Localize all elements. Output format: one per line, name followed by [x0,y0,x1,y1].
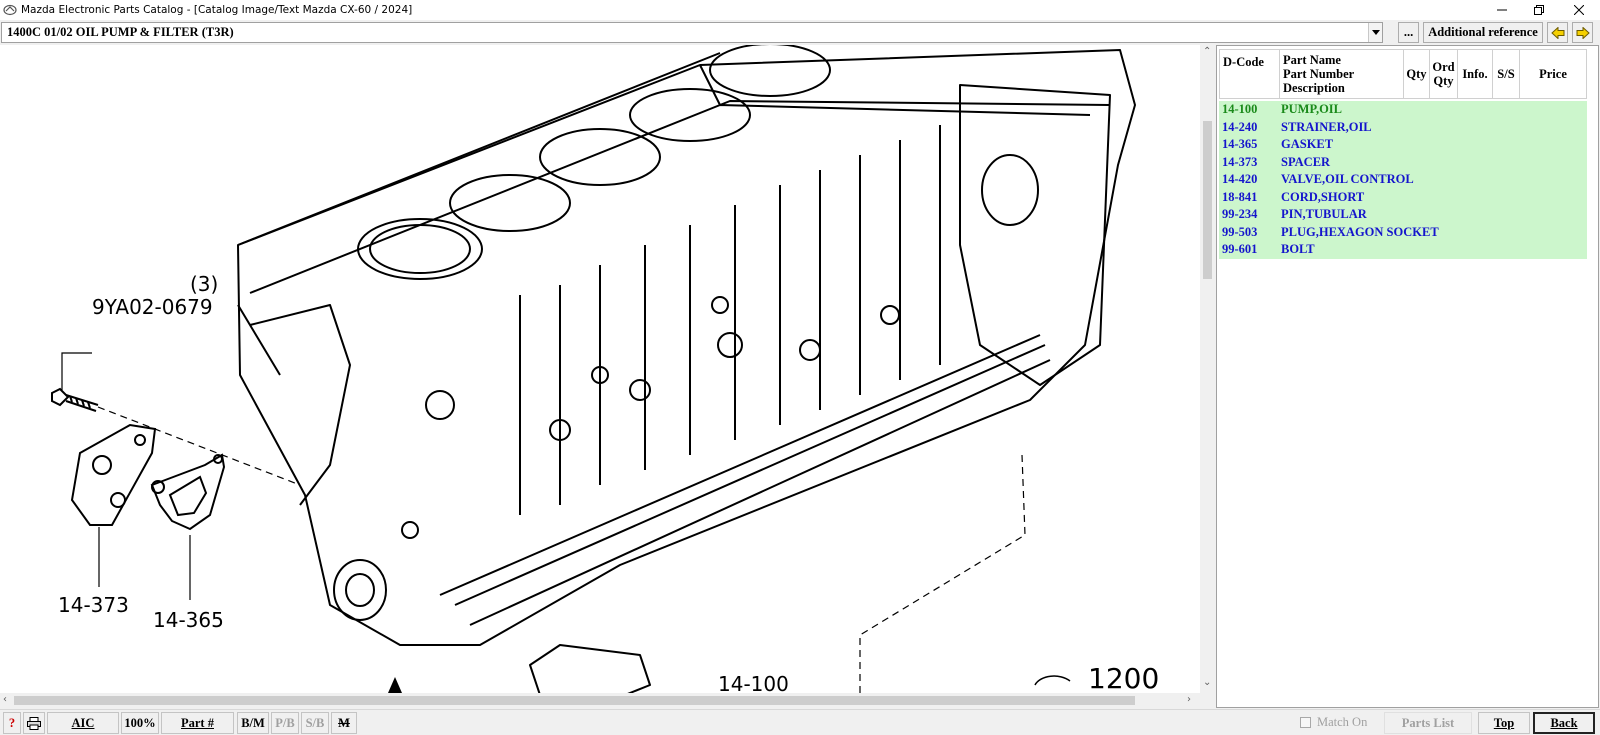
callout-pump[interactable]: 14-100 [718,672,789,693]
bm-button[interactable]: B/M [237,712,269,734]
minimize-icon [1497,9,1507,11]
callout-gasket[interactable]: 14-365 [153,608,224,632]
callout-bolt-part-number[interactable]: 9YA02-0679 [92,295,213,319]
parts-list-panel: D-Code Part Name Part Number Description… [1216,45,1599,708]
arrow-right-icon [1576,26,1590,39]
diagram-vertical-scrollbar[interactable]: ⌃ ⌄ [1200,45,1215,693]
header-price[interactable]: Price [1539,67,1567,81]
help-icon: ? [8,715,16,730]
pb-button[interactable]: P/B [271,712,299,734]
group-selector[interactable]: 1400C 01/02 OIL PUMP & FILTER (T3R) [1,22,1383,43]
match-on-label: Match On [1317,715,1368,729]
restore-button[interactable] [1521,0,1557,20]
scroll-left-icon[interactable]: ‹ [3,694,7,705]
help-button[interactable]: ? [3,712,21,734]
next-button[interactable] [1572,22,1593,43]
match-on-checkbox[interactable] [1300,717,1311,728]
close-button[interactable] [1561,0,1597,20]
vertical-scroll-thumb[interactable] [1203,121,1212,279]
aic-button[interactable]: AIC [47,712,119,734]
close-icon [1574,5,1584,15]
parts-table-header: D-Code Part Name Part Number Description… [1219,49,1587,99]
scroll-right-icon[interactable]: › [1187,694,1191,705]
dropdown-arrow-icon[interactable] [1368,23,1382,42]
zoom-button[interactable]: 100% [121,712,159,734]
top-button[interactable]: Top [1478,712,1530,734]
ellipsis-button[interactable]: ... [1398,22,1419,43]
header-info[interactable]: Info. [1458,50,1493,98]
header-ord-qty[interactable]: Ord Qty [1430,50,1458,98]
sb-button[interactable]: S/B [301,712,329,734]
engine-block-illustration [51,45,1136,693]
header-qty[interactable]: Qty [1404,50,1430,98]
printer-icon [27,716,41,730]
arrow-left-icon [1550,26,1564,39]
group-selector-value: 1400C 01/02 OIL PUMP & FILTER (T3R) [7,25,234,39]
back-button[interactable]: Back [1533,712,1595,734]
top-toolbar: 1400C 01/02 OIL PUMP & FILTER (T3R) ... … [0,21,1600,44]
part-number-button[interactable]: Part # [161,712,234,734]
parts-list-button[interactable]: Parts List [1384,712,1472,734]
callout-qty: (3) [190,272,219,296]
app-icon [3,4,17,16]
window-titlebar: Mazda Electronic Parts Catalog - [Catalo… [0,0,1600,20]
scroll-up-icon[interactable]: ⌃ [1203,46,1212,57]
m-button[interactable]: M [331,712,357,734]
parts-diagram[interactable]: (3) 9YA02-0679 14-373 14-365 14-100 1200 [0,45,1200,693]
bottom-toolbar: ? AIC 100% Part # B/M P/B S/B M Match On… [0,709,1600,735]
diagram-horizontal-scrollbar[interactable]: ‹ › [0,693,1200,708]
minimize-button[interactable] [1484,0,1520,20]
horizontal-scroll-thumb[interactable] [14,696,1135,705]
additional-reference-button[interactable]: Additional reference [1423,22,1543,43]
callout-spacer[interactable]: 14-373 [58,593,129,617]
callout-group-1200[interactable]: 1200 [1088,662,1160,693]
header-ss[interactable]: S/S [1493,50,1520,98]
header-dcode[interactable]: D-Code [1220,50,1280,98]
window-title: Mazda Electronic Parts Catalog - [Catalo… [21,4,413,16]
previous-button[interactable] [1547,22,1568,43]
print-button[interactable] [23,712,45,734]
scroll-down-icon[interactable]: ⌄ [1203,677,1212,688]
restore-icon [1534,5,1544,15]
header-part-name[interactable]: Part Name Part Number Description [1280,50,1404,98]
